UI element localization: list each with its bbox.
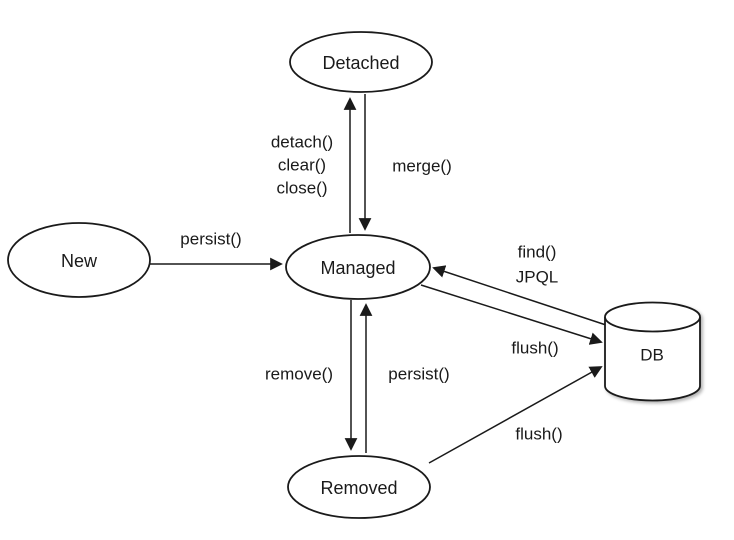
edge-label-remove: remove() — [265, 365, 333, 384]
edge-label-close: close() — [276, 179, 327, 198]
arrow-db-to-managed — [432, 265, 607, 326]
node-removed-label: Removed — [320, 478, 397, 498]
node-managed-label: Managed — [320, 258, 395, 278]
node-removed: Removed — [287, 455, 431, 519]
node-detached: Detached — [289, 31, 433, 93]
node-managed: Managed — [285, 234, 431, 300]
node-new-shape — [7, 222, 151, 298]
edge-label-flush-managed-db: flush() — [511, 339, 558, 358]
edge-label-merge: merge() — [392, 157, 452, 176]
edge-label-persist-new-managed: persist() — [180, 230, 241, 249]
edge-label-find: find() — [518, 243, 557, 262]
node-db-label: DB — [640, 346, 664, 365]
arrow-removed-to-db — [428, 366, 603, 464]
db-cylinder-top — [604, 301, 701, 333]
edge-label-flush-removed-db: flush() — [515, 425, 562, 444]
edge-label-jpql: JPQL — [516, 268, 559, 287]
db-cylinder-body — [604, 317, 701, 402]
arrow-managed-to-db — [420, 284, 603, 345]
node-detached-label: Detached — [322, 53, 399, 73]
edge-label-persist-removed-managed: persist() — [388, 365, 449, 384]
node-removed-shape — [287, 455, 431, 519]
edge-label-detach: detach() — [271, 133, 333, 152]
node-new: New — [7, 222, 151, 298]
node-new-label: New — [61, 251, 98, 271]
edge-label-clear: clear() — [278, 156, 326, 175]
node-detached-shape — [289, 31, 433, 93]
node-db: DB — [604, 301, 701, 402]
node-managed-shape — [285, 234, 431, 300]
